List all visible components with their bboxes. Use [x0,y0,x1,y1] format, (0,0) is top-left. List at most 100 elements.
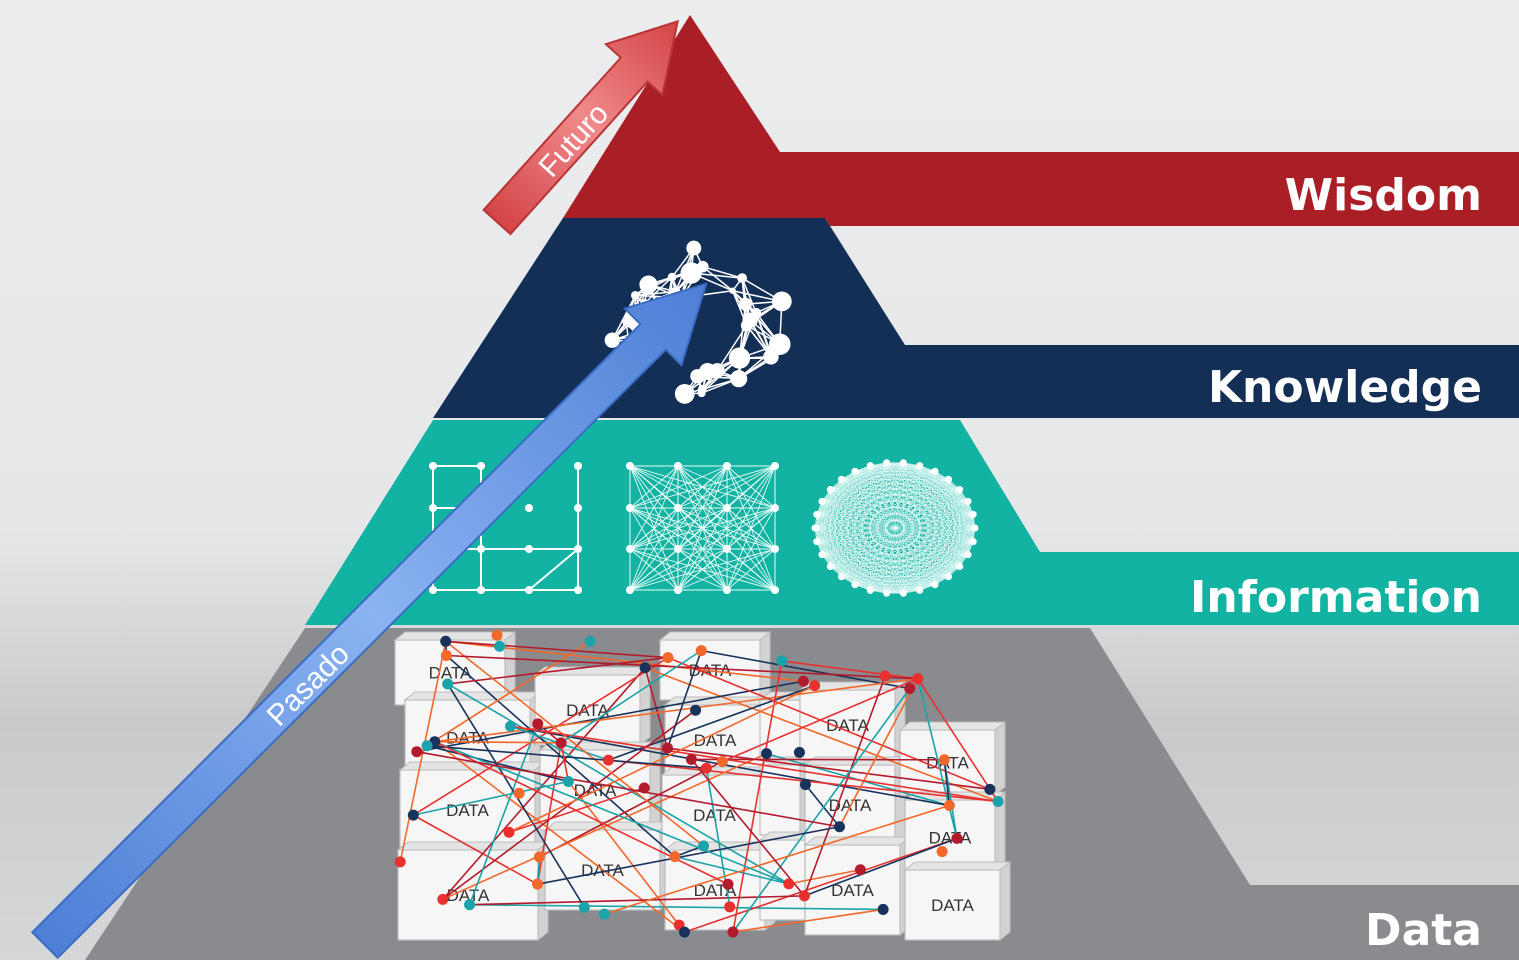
data-node [912,673,924,685]
sphere-node [837,573,845,581]
information-label: Information [1190,572,1482,623]
sphere-edge [830,514,974,567]
sphere-edge [919,489,960,591]
network-node [639,275,658,294]
data-link [644,666,999,803]
data-link [804,837,958,897]
sphere-node [969,510,977,518]
data-node [505,720,517,732]
sphere-edge [821,501,976,529]
sphere-node [811,524,819,532]
data-link [674,855,789,885]
wisdom-label: Wisdom [1285,170,1482,221]
data-node [992,795,1004,807]
data-link [537,825,840,885]
sphere-node [916,462,924,470]
data-link [781,660,918,680]
data-link [788,868,861,885]
data-link [803,675,886,897]
sphere-edge [886,479,949,594]
mesh-edge [726,465,776,509]
sphere-node [851,467,859,475]
mesh-node [626,504,634,512]
network-node [771,291,792,312]
data-link [838,678,919,828]
data-node [662,652,674,664]
data-box-label: DATA [447,886,490,905]
sphere-node [818,551,826,559]
sphere-node [899,459,907,467]
network-node [737,273,748,283]
data-link [917,678,958,839]
sphere-edge [854,462,904,585]
sphere-edge [854,471,960,567]
sphere-edge [903,501,969,594]
sphere-edge [903,489,960,594]
sphere-node [971,524,979,532]
sphere-node [826,563,834,571]
data-node [984,783,996,795]
sphere-edge [821,462,887,555]
network-edge [643,276,673,304]
data-node [533,851,545,863]
sphere-edge [816,489,960,515]
data-link [667,656,991,791]
mesh-edge [677,548,776,591]
network-edge [716,325,748,371]
data-node [938,754,950,766]
data-node [662,742,674,754]
sphere-edge [854,471,904,594]
data-box-label: DATA [931,896,974,915]
data-node [776,655,788,667]
sphere-edge [814,527,969,555]
data-link [445,640,705,847]
mesh-edge [629,465,679,509]
grid-node [429,504,437,512]
sphere-edge [841,479,960,490]
sphere-edge [841,465,871,577]
sphere-edge [919,514,974,591]
sphere-edge [814,514,974,529]
sphere-edge [870,465,974,515]
sphere-edge [886,462,936,585]
sphere-edge [814,470,936,529]
mesh-node [674,545,682,553]
data-node [854,864,866,876]
wisdom-band [563,15,1519,226]
data-node [532,718,544,730]
sphere-edge [821,479,949,502]
data-node [698,840,710,852]
sphere-edge [814,462,904,529]
knowledge-label: Knowledge [1208,362,1482,413]
data-node [394,856,406,868]
mesh-edge [629,465,728,509]
mesh-edge [726,465,776,591]
sphere-edge [814,479,949,529]
mesh-edge [629,548,728,591]
data-node [678,926,690,938]
mesh-node [723,504,731,512]
mesh-node [626,545,634,553]
sphere-edge [870,527,976,591]
sphere-edge [821,501,887,594]
data-box-side [999,860,1011,942]
network-node [769,333,791,355]
sphere-edge [841,465,920,577]
sphere-edge [830,489,974,542]
sphere-edge [816,462,904,542]
network-node [697,389,706,398]
data-node [877,903,889,915]
sphere-edge [830,489,871,591]
mesh-edge [629,507,679,591]
mesh-edge [726,548,776,591]
data-link [943,759,951,806]
data-node [793,746,805,758]
grid-node [574,462,582,470]
sphere-edge [830,479,949,490]
data-link [469,903,884,911]
data-node [722,878,734,890]
mesh-edge [629,465,679,591]
network-node [742,312,758,328]
network-node [730,370,748,388]
